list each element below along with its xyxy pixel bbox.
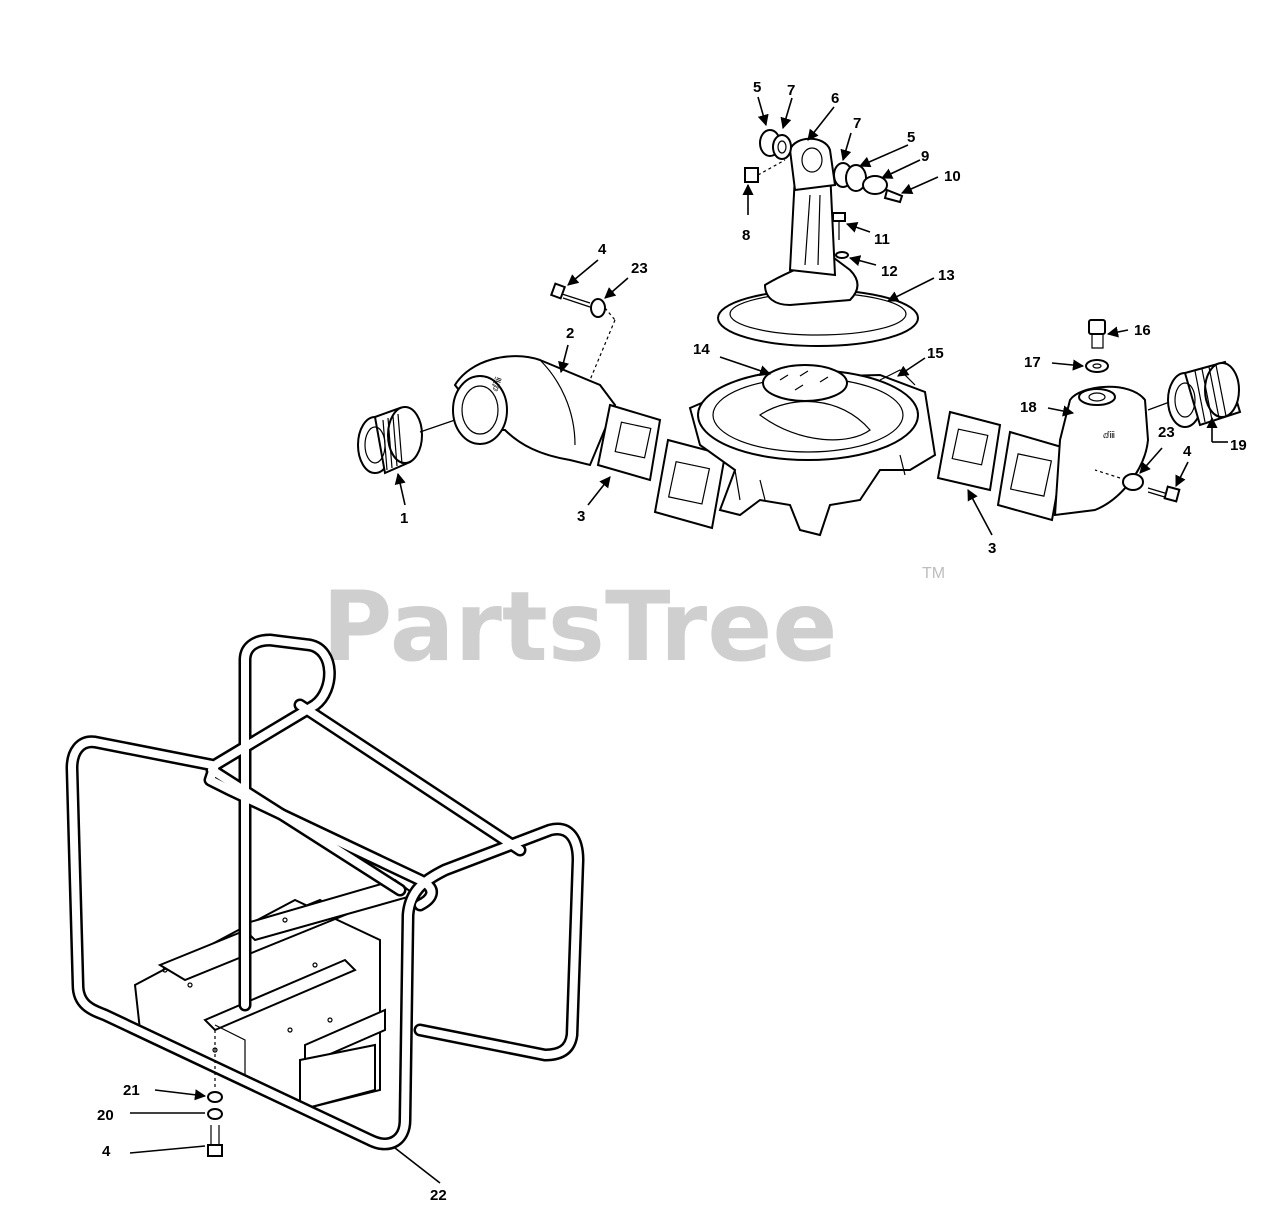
callout-18: 18 [1020,399,1037,416]
callout-14: 14 [693,341,710,358]
part-4-bolt-lower [207,1125,223,1157]
part-12-washer [835,251,849,259]
callout-11: 11 [874,231,890,248]
callout-23-upper: 23 [631,260,648,277]
callout-3-right: 3 [988,540,996,557]
callout-21: 21 [123,1082,140,1099]
part-2-elbow: ⅆⅰⅲ [452,355,617,467]
pump-assembly: ⅆⅰⅲ [357,129,1242,537]
part-21-nut [207,1091,223,1103]
pump-housing [688,369,937,537]
part-1-nipple [357,406,456,475]
callout-5-left: 5 [753,79,761,96]
callout-4-right: 4 [1183,443,1192,460]
callout-4-lower: 4 [102,1143,111,1160]
callout-6: 6 [831,90,839,107]
part-18-elbow: ⅆⅲ [1053,385,1176,517]
part-23-washer-upper [589,298,616,381]
callout-17: 17 [1024,354,1041,371]
callout-12: 12 [881,263,898,280]
callout-labels: 1 2 3 3 4 4 4 5 5 6 7 7 8 9 10 11 12 13 … [97,79,1247,1204]
part-14-impeller [762,364,848,402]
part-6-tower [763,137,859,307]
part-23-washer-right [1094,469,1144,491]
part-20-washer [207,1108,223,1120]
watermark-text: PartsTree [322,571,837,683]
callout-5-right: 5 [907,129,915,146]
part-5-7-9-bushing-right [833,162,888,195]
callout-19: 19 [1230,437,1247,454]
part-4-bolt-upper [549,282,591,308]
callout-10: 10 [944,168,961,185]
part-17-washer [1085,359,1109,373]
part-8-fitting [744,159,786,183]
callout-16: 16 [1134,322,1151,339]
callout-2: 2 [566,325,574,342]
callout-20: 20 [97,1107,114,1124]
part-10-bolt [883,188,904,204]
watermark-trademark: TM [922,565,945,582]
callout-7-right: 7 [853,115,861,132]
callout-9: 9 [921,148,929,165]
callout-7-left: 7 [787,82,795,99]
callout-3-left: 3 [577,508,585,525]
callout-23-right: 23 [1158,424,1175,441]
part-22-frame [65,633,585,1151]
part-11-screw [832,212,846,240]
callout-13: 13 [938,267,955,284]
part-19-nipple [1167,360,1242,428]
part-5-7-bushing-left [759,129,792,160]
svg-text:ⅆⅲ: ⅆⅲ [1103,430,1115,440]
part-16-plug [1088,319,1106,349]
callout-4-upper: 4 [598,241,607,258]
callout-15: 15 [927,345,944,362]
callout-leaders [129,96,1228,1184]
svg-text:ⅆⅰⅲ: ⅆⅰⅲ [489,376,503,393]
callout-1: 1 [400,510,408,527]
part-3-gasket-right [936,410,1067,522]
callout-8: 8 [742,227,750,244]
part-4-bolt-right [1147,485,1181,503]
callout-22: 22 [430,1187,447,1204]
part-3-gasket-left [596,403,727,530]
part-13-plate [717,289,919,347]
